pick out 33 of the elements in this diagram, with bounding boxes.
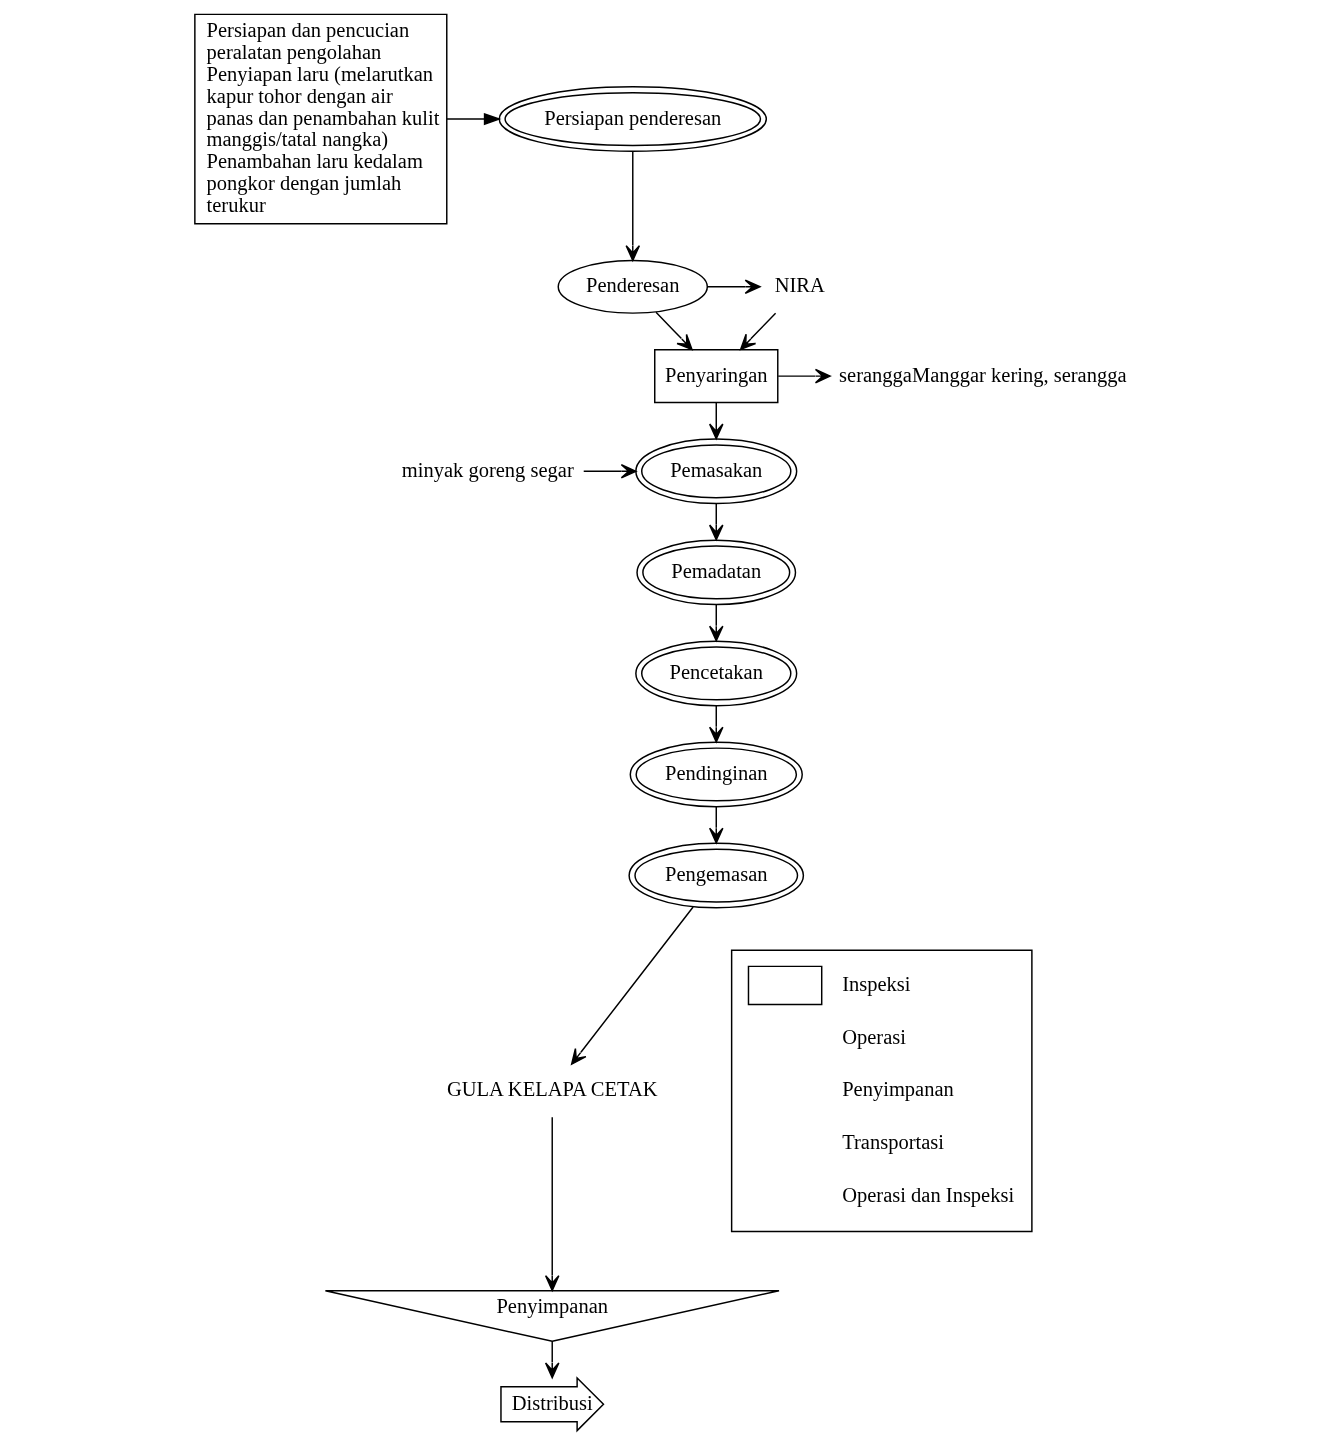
node-text: minyak goreng segar — [401, 458, 574, 481]
arrow — [708, 806, 724, 844]
arrow — [708, 402, 724, 440]
node-ellipse: Penderesan — [557, 259, 709, 314]
arrow — [655, 311, 693, 351]
arrow — [544, 1340, 560, 1379]
arrow — [446, 112, 502, 126]
node-text: GULA KELAPA CETAK — [446, 1078, 658, 1101]
arrow — [777, 368, 831, 384]
node-text: NIRA — [774, 274, 825, 297]
arrow — [625, 150, 641, 262]
arrow — [706, 279, 761, 295]
node-ellipse: Persiapan penderesan — [498, 86, 768, 153]
arrow — [708, 705, 724, 743]
node-box: Penyaringan — [654, 349, 779, 404]
node-ellipse: Pemadatan — [636, 539, 797, 606]
node-ellipse: Pendinginan — [629, 741, 803, 808]
node-ellipse: Pemasakan — [635, 438, 798, 505]
arrow — [570, 906, 694, 1065]
legend-label: Operasi — [842, 1025, 906, 1048]
legend-label: Operasi dan Inspeksi — [842, 1183, 1015, 1206]
arrow — [583, 464, 637, 479]
node-ellipse: Pengemasan — [628, 842, 805, 909]
arrow — [544, 1116, 560, 1292]
legend-label: Penyimpanan — [842, 1078, 954, 1101]
legend-label: Inspeksi — [842, 972, 911, 995]
arrow — [708, 503, 724, 541]
node-ellipse: Pencetakan — [635, 640, 798, 707]
node-text: seranggaManggar kering, serangga — [839, 363, 1127, 386]
legend-label: Transportasi — [842, 1131, 944, 1153]
arrow — [739, 312, 777, 351]
arrow — [708, 604, 724, 642]
node-box: Persiapan dan pencucian peralatan pengolahan Penyiapan laru (melarutkan kapur tohor dengan air panas dan penambahan kulit manggis/tatal nangka) Penambahan laru kedalam pongkor dengan jumlah terukur — [194, 13, 448, 225]
